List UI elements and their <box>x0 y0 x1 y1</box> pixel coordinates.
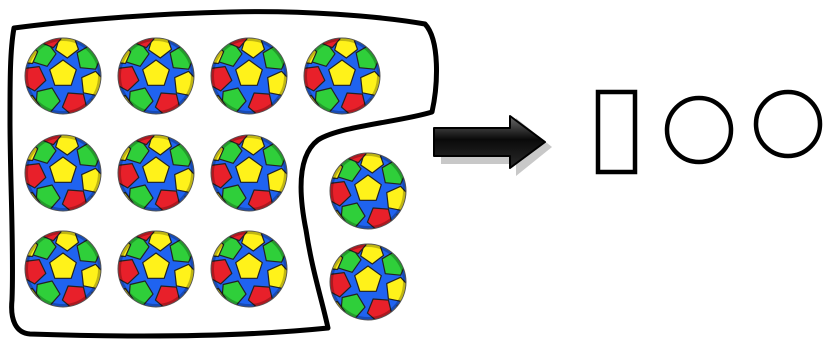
multicolor-soccer-ball-icon <box>210 37 288 115</box>
multicolor-soccer-ball-icon <box>117 230 195 308</box>
multicolor-soccer-ball-icon <box>24 37 102 115</box>
loose-balls <box>329 152 407 321</box>
multicolor-soccer-ball-icon <box>210 134 288 212</box>
hand-drawn-boundary-icon <box>7 9 439 339</box>
multicolor-soccer-ball-icon <box>329 152 407 230</box>
multicolor-soccer-ball-icon <box>24 134 102 212</box>
multicolor-soccer-ball-icon <box>210 230 288 308</box>
multicolor-soccer-ball-icon <box>24 230 102 308</box>
multicolor-soccer-ball-icon <box>329 243 407 321</box>
rectangle-outline-icon <box>595 89 638 175</box>
circle-outline-icon <box>753 89 823 159</box>
multicolor-soccer-ball-icon <box>117 134 195 212</box>
circle-outline-icon <box>664 95 734 165</box>
multicolor-soccer-ball-icon <box>303 37 381 115</box>
multicolor-soccer-ball-icon <box>117 37 195 115</box>
right-arrow-icon <box>433 115 552 176</box>
